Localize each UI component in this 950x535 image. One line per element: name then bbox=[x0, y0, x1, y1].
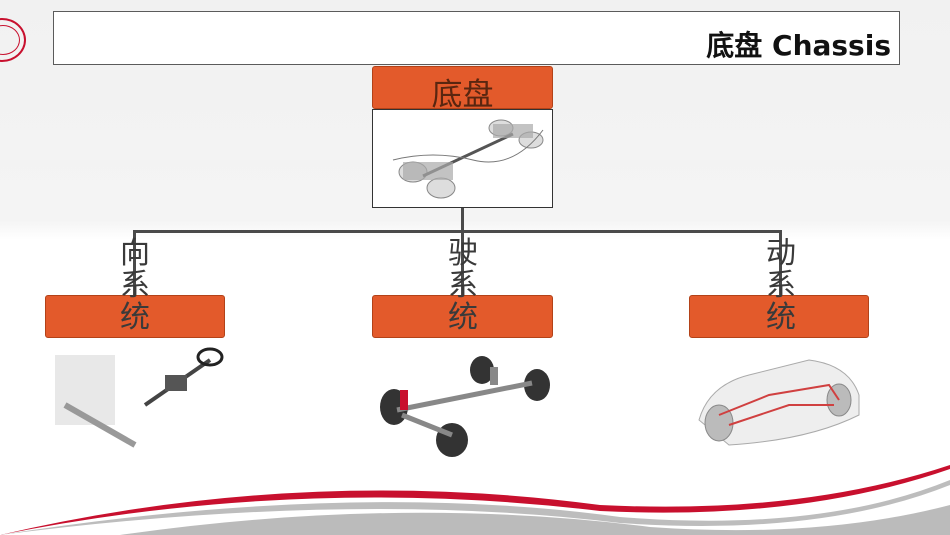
horizontal-connector-line bbox=[133, 230, 782, 233]
steering-system-image bbox=[45, 345, 225, 457]
running-gear-image bbox=[372, 345, 553, 457]
branch-node-1 bbox=[45, 295, 225, 338]
vertical-label-char: 统 bbox=[448, 300, 478, 335]
brake-system-image bbox=[689, 345, 869, 457]
branch-label-2: 驶系统 bbox=[446, 238, 480, 334]
branch-label-3: 动系统 bbox=[764, 238, 798, 334]
vertical-label-char: 统 bbox=[120, 300, 150, 335]
vertical-label-char: 驶 bbox=[448, 236, 478, 271]
root-connector-line bbox=[461, 208, 464, 233]
vertical-label-char: 统 bbox=[766, 300, 796, 335]
decorative-swoosh bbox=[0, 465, 950, 535]
branch-connector-line-3 bbox=[779, 230, 782, 296]
branch-label-1: 向系统 bbox=[118, 238, 152, 334]
chassis-overview-image bbox=[372, 109, 553, 208]
branch-connector-line-2 bbox=[461, 230, 464, 296]
branch-node-3 bbox=[689, 295, 869, 338]
page-title: 底盘 Chassis bbox=[706, 29, 891, 62]
title-bar: 底盘 Chassis bbox=[53, 11, 900, 65]
branch-node-2 bbox=[372, 295, 553, 338]
root-node-label: 底盘 bbox=[431, 77, 494, 113]
vertical-label-char: 系 bbox=[120, 268, 150, 303]
branch-connector-line-1 bbox=[133, 230, 136, 296]
root-node: 底盘 bbox=[372, 66, 553, 113]
vertical-label-char: 动 bbox=[766, 236, 796, 271]
vertical-label-char: 系 bbox=[766, 268, 796, 303]
vertical-label-char: 系 bbox=[448, 268, 478, 303]
vertical-label-char: 向 bbox=[120, 236, 150, 271]
